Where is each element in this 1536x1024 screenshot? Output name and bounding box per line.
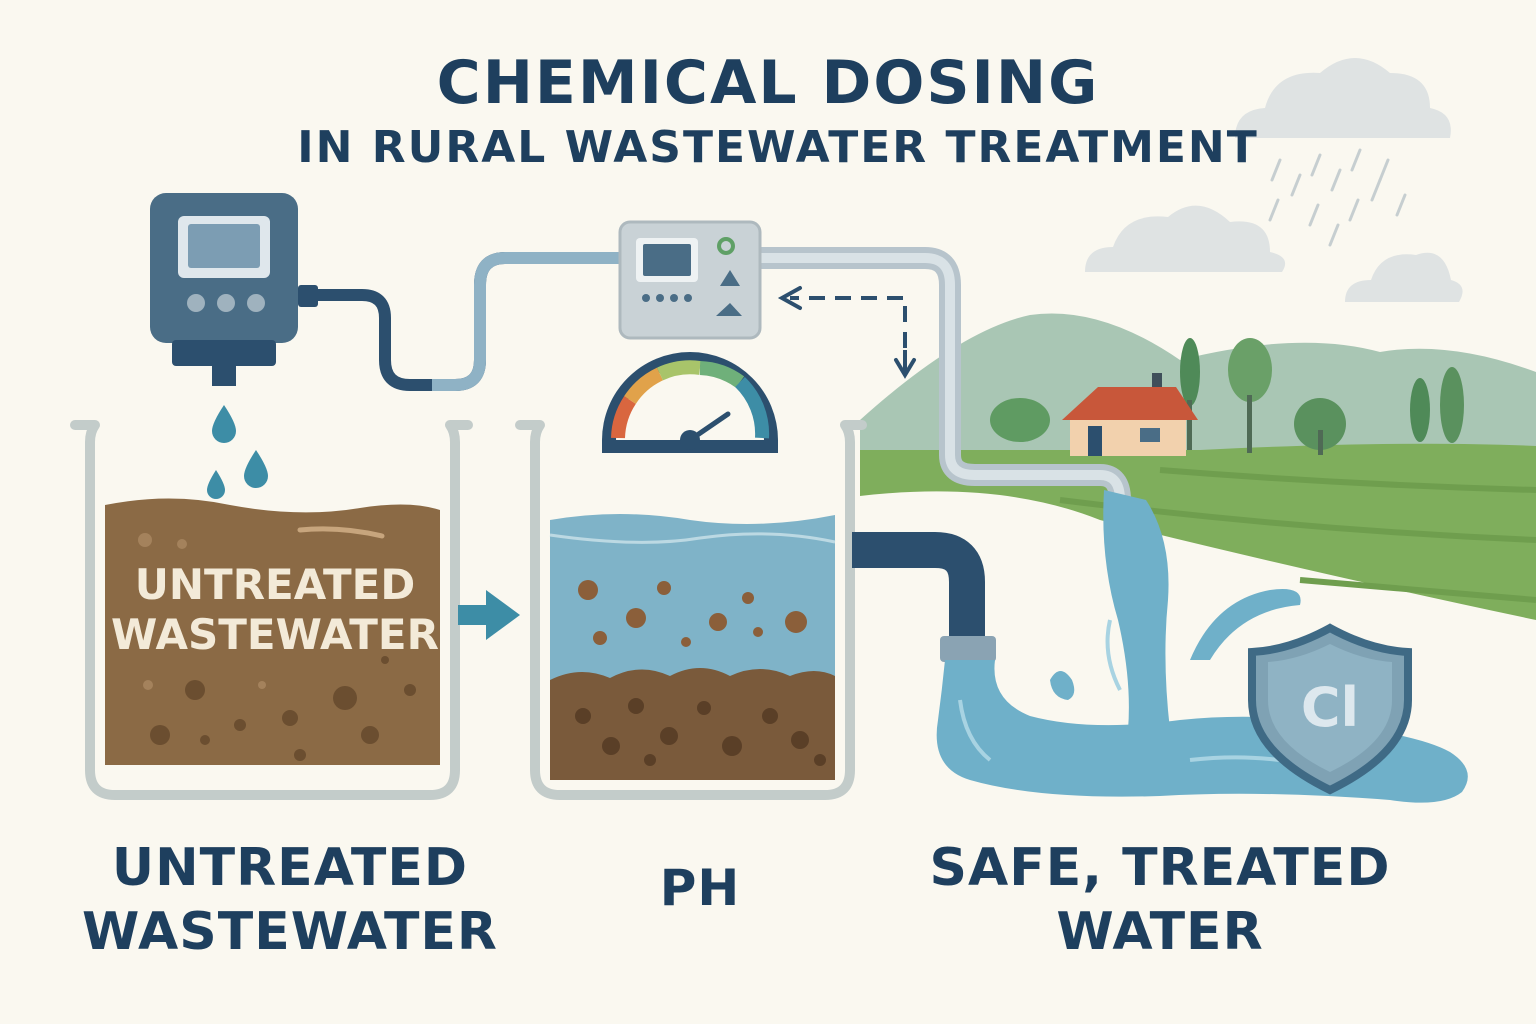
- feedback-arrow-icon: [777, 286, 916, 379]
- page-subtitle: IN RURAL WASTEWATER TREATMENT: [297, 122, 1259, 173]
- ph-gauge-icon: [602, 352, 778, 453]
- tank-label: UNTREATED WASTEWATER: [100, 560, 450, 660]
- shield-icon: [1248, 623, 1412, 795]
- outlet-pipe: [852, 532, 996, 662]
- controller-icon: [618, 220, 762, 340]
- caption-untreated-line1: UNTREATED: [111, 838, 469, 898]
- pipe-pump-to-controller: [300, 252, 625, 391]
- shield-label: Cl: [1300, 676, 1360, 739]
- chemical-drops: [207, 405, 268, 499]
- cloud-icon: [1235, 58, 1451, 138]
- caption-untreated: UNTREATED WASTEWATER: [80, 836, 500, 964]
- tank-label-line2: WASTEWATER: [111, 610, 439, 659]
- caption-ph: PH: [659, 859, 741, 917]
- tree-icon: [990, 338, 1464, 455]
- flow-arrow-icon: [458, 590, 520, 640]
- cloud-icon: [1085, 205, 1463, 302]
- caption-untreated-line2: WASTEWATER: [82, 902, 498, 962]
- caption-safe-water: SAFE, TREATED WATER: [920, 836, 1400, 964]
- page-title: CHEMICAL DOSING: [436, 48, 1100, 118]
- caption-safe-line1: SAFE, TREATED: [929, 838, 1391, 898]
- rain-icon: [1268, 148, 1407, 247]
- tank-dosing: [515, 420, 867, 800]
- caption-safe-line2: WATER: [1056, 902, 1264, 962]
- house-icon: [1062, 373, 1198, 456]
- tank-label-line1: UNTREATED: [134, 560, 416, 609]
- tank-untreated: [70, 420, 473, 800]
- dosing-pump-icon: [150, 193, 318, 386]
